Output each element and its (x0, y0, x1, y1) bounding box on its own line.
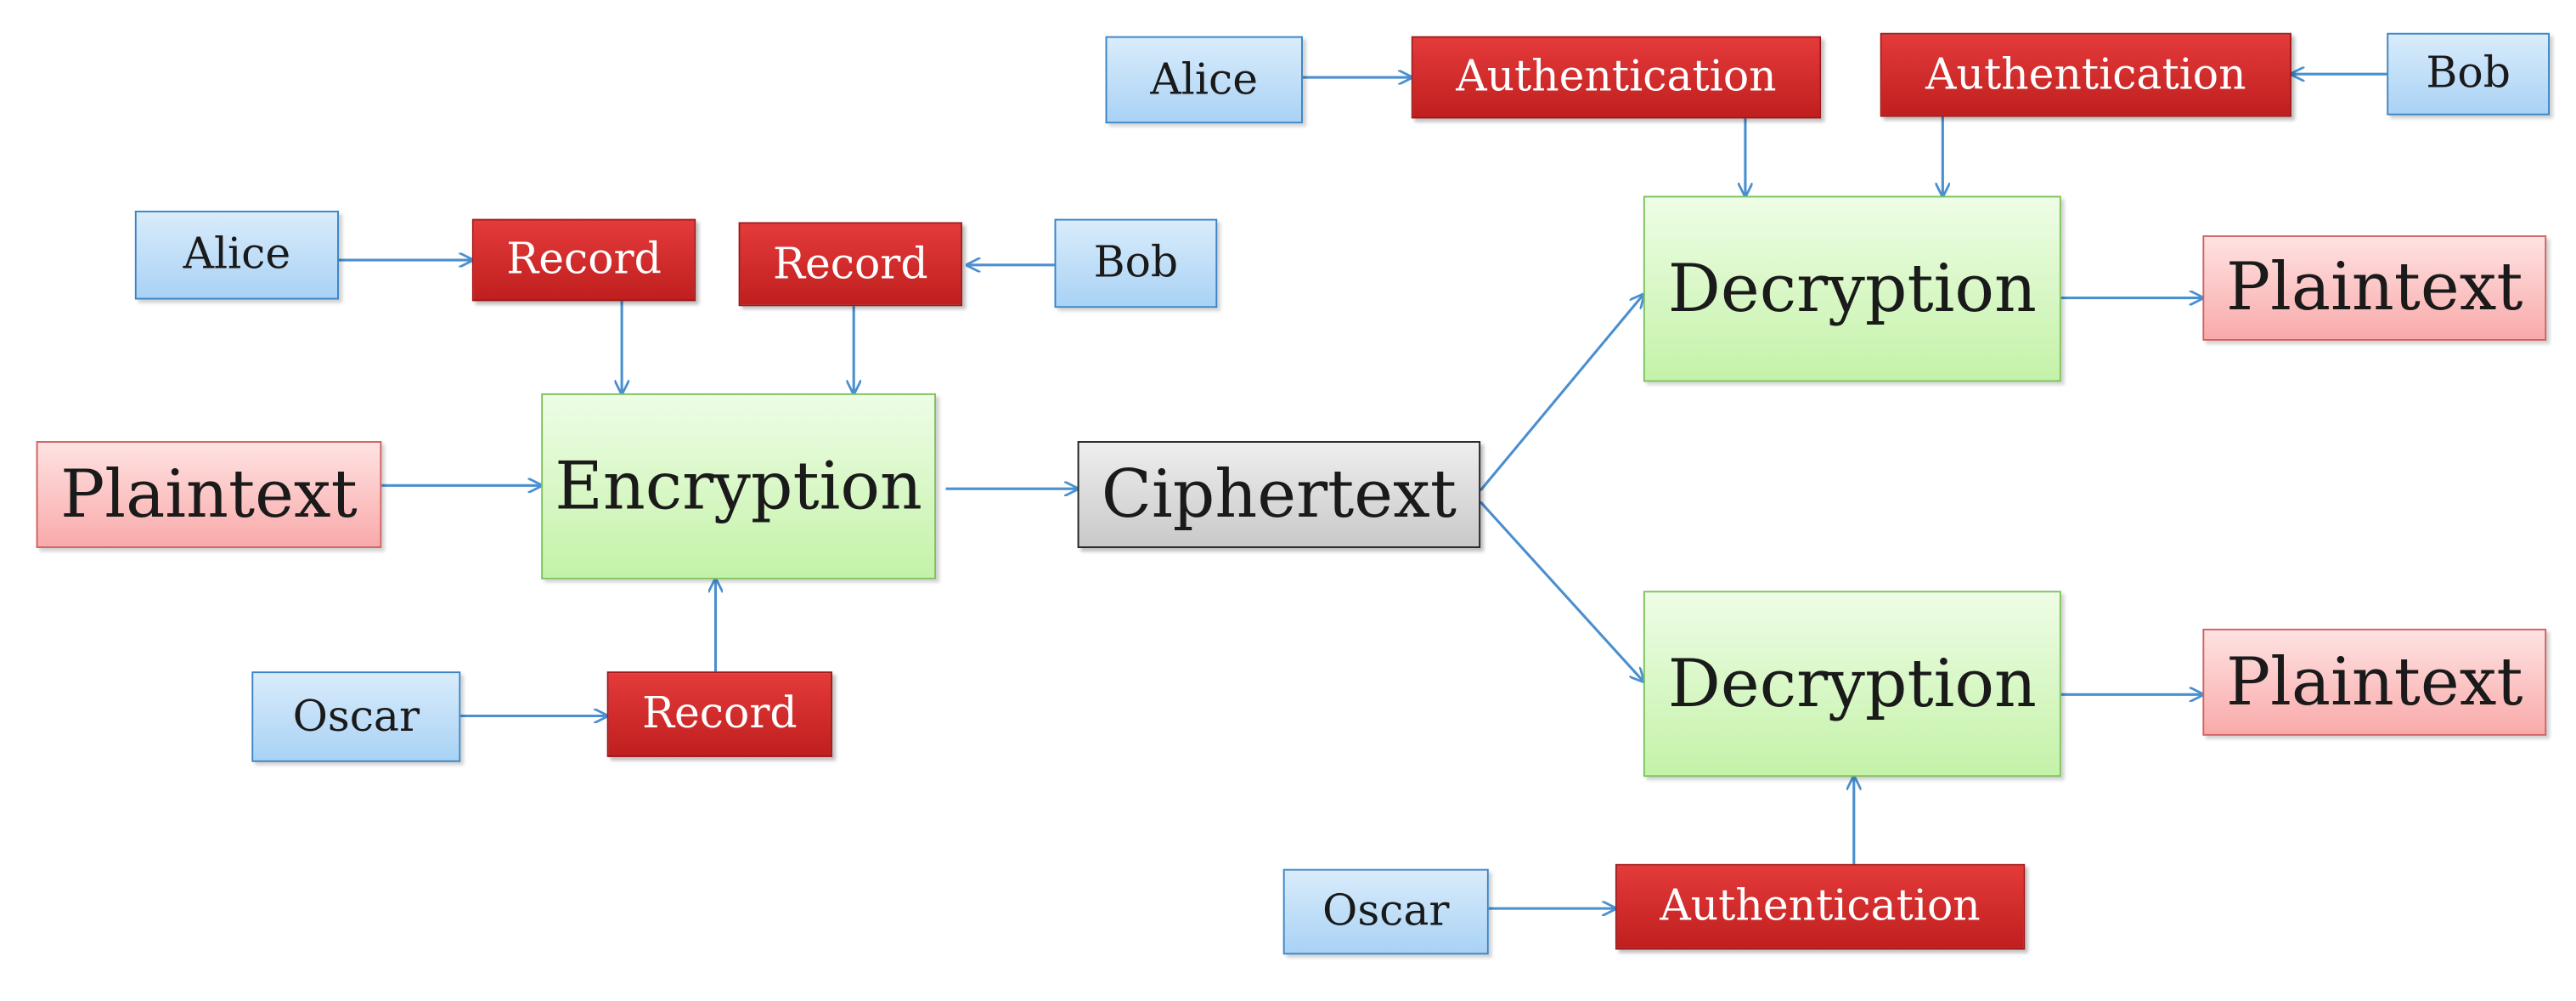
decryption-node-bottom: Decryption (1643, 591, 2061, 778)
record-node-alice: Record (471, 218, 696, 302)
record-node-oscar: Record (606, 671, 833, 757)
bob-node-decryption: Bob (2387, 32, 2551, 116)
alice-node-decryption: Alice (1105, 36, 1303, 124)
oscar-node-encryption: Oscar (251, 671, 461, 762)
oscar-node-decryption: Oscar (1282, 868, 1489, 955)
plaintext-output-node-bottom: Plaintext (2202, 628, 2547, 736)
ciphertext-node: Ciphertext (1077, 441, 1481, 548)
plaintext-input-node: Plaintext (36, 441, 382, 548)
record-node-bob: Record (738, 222, 963, 307)
authentication-node-oscar: Authentication (1615, 863, 2026, 950)
alice-node-encryption: Alice (134, 210, 339, 300)
bob-node-encryption: Bob (1054, 218, 1218, 308)
encryption-node: Encryption (541, 393, 937, 580)
decryption-node-top: Decryption (1643, 195, 2061, 382)
plaintext-output-node-top: Plaintext (2202, 235, 2547, 341)
authentication-node-alice: Authentication (1411, 36, 1822, 119)
edge-ciphertext-to-decryption-bottom (1479, 500, 1643, 681)
edge-ciphertext-to-decryption-top (1479, 295, 1643, 492)
authentication-node-bob: Authentication (1880, 32, 2291, 117)
